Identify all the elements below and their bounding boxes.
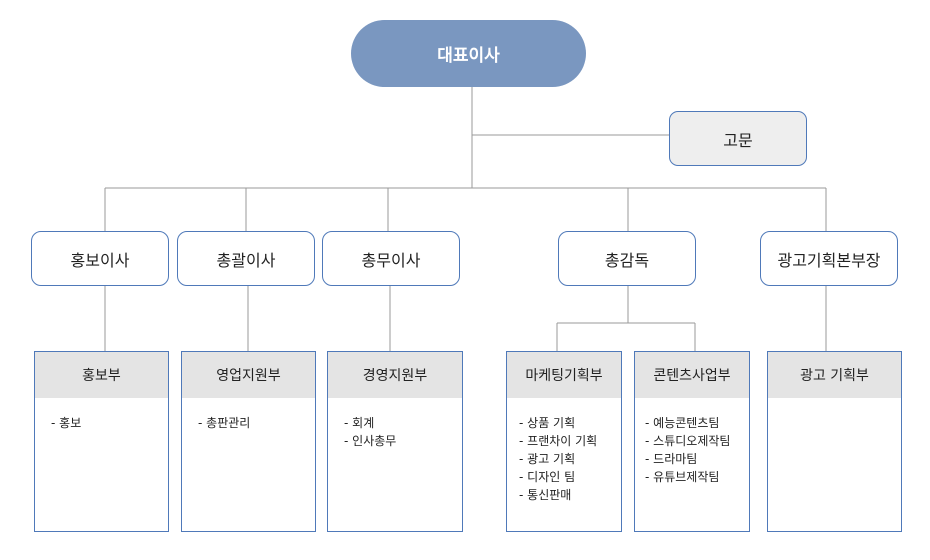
dept-item: 광고 기획 <box>519 450 621 468</box>
advisor-label: 고문 <box>723 130 753 150</box>
dept-item: 총판관리 <box>198 414 315 432</box>
exec-label: 총괄이사 <box>216 250 276 270</box>
exec-label: 총감독 <box>604 250 650 270</box>
exec-label: 광고기획본부장 <box>777 250 881 270</box>
dept-item: 홍보 <box>51 414 168 432</box>
dept-item-list: 홍보 <box>35 398 168 432</box>
dept-item: 드라마팀 <box>645 450 749 468</box>
dept-title: 경영지원부 <box>328 352 462 398</box>
exec-node-ad-planning: 광고기획본부장 <box>760 231 898 286</box>
dept-item: 프랜차이 기획 <box>519 432 621 450</box>
dept-title: 마케팅기획부 <box>507 352 621 398</box>
dept-item-list: 상품 기획 프랜차이 기획 광고 기획 디자인 팀 통신판매 <box>507 398 621 504</box>
exec-node-general: 총괄이사 <box>177 231 315 286</box>
dept-item: 스튜디오제작팀 <box>645 432 749 450</box>
exec-node-admin: 총무이사 <box>322 231 460 286</box>
dept-content-business: 콘텐츠사업부 예능콘텐츠팀 스튜디오제작팀 드라마팀 유튜브제작팀 <box>634 351 750 532</box>
dept-item: 상품 기획 <box>519 414 621 432</box>
advisor-node: 고문 <box>669 111 807 166</box>
dept-title: 광고 기획부 <box>768 352 901 398</box>
dept-item: 통신판매 <box>519 486 621 504</box>
dept-item: 예능콘텐츠팀 <box>645 414 749 432</box>
dept-item: 유튜브제작팀 <box>645 468 749 486</box>
dept-ad-planning: 광고 기획부 <box>767 351 902 532</box>
dept-sales-support: 영업지원부 총판관리 <box>181 351 316 532</box>
dept-title: 콘텐츠사업부 <box>635 352 749 398</box>
dept-title: 홍보부 <box>35 352 168 398</box>
dept-management-support: 경영지원부 회계 인사총무 <box>327 351 463 532</box>
dept-marketing-planning: 마케팅기획부 상품 기획 프랜차이 기획 광고 기획 디자인 팀 통신판매 <box>506 351 622 532</box>
dept-item: 디자인 팀 <box>519 468 621 486</box>
dept-item: 인사총무 <box>344 432 462 450</box>
dept-pr: 홍보부 홍보 <box>34 351 169 532</box>
exec-label: 홍보이사 <box>70 250 130 270</box>
dept-title: 영업지원부 <box>182 352 315 398</box>
exec-node-pr: 홍보이사 <box>31 231 169 286</box>
exec-label: 총무이사 <box>361 250 421 270</box>
dept-item: 회계 <box>344 414 462 432</box>
ceo-node: 대표이사 <box>351 20 586 87</box>
dept-item-list: 회계 인사총무 <box>328 398 462 450</box>
ceo-label: 대표이사 <box>437 46 500 66</box>
dept-item-list: 총판관리 <box>182 398 315 432</box>
dept-item-list: 예능콘텐츠팀 스튜디오제작팀 드라마팀 유튜브제작팀 <box>635 398 749 486</box>
exec-node-director: 총감독 <box>558 231 696 286</box>
